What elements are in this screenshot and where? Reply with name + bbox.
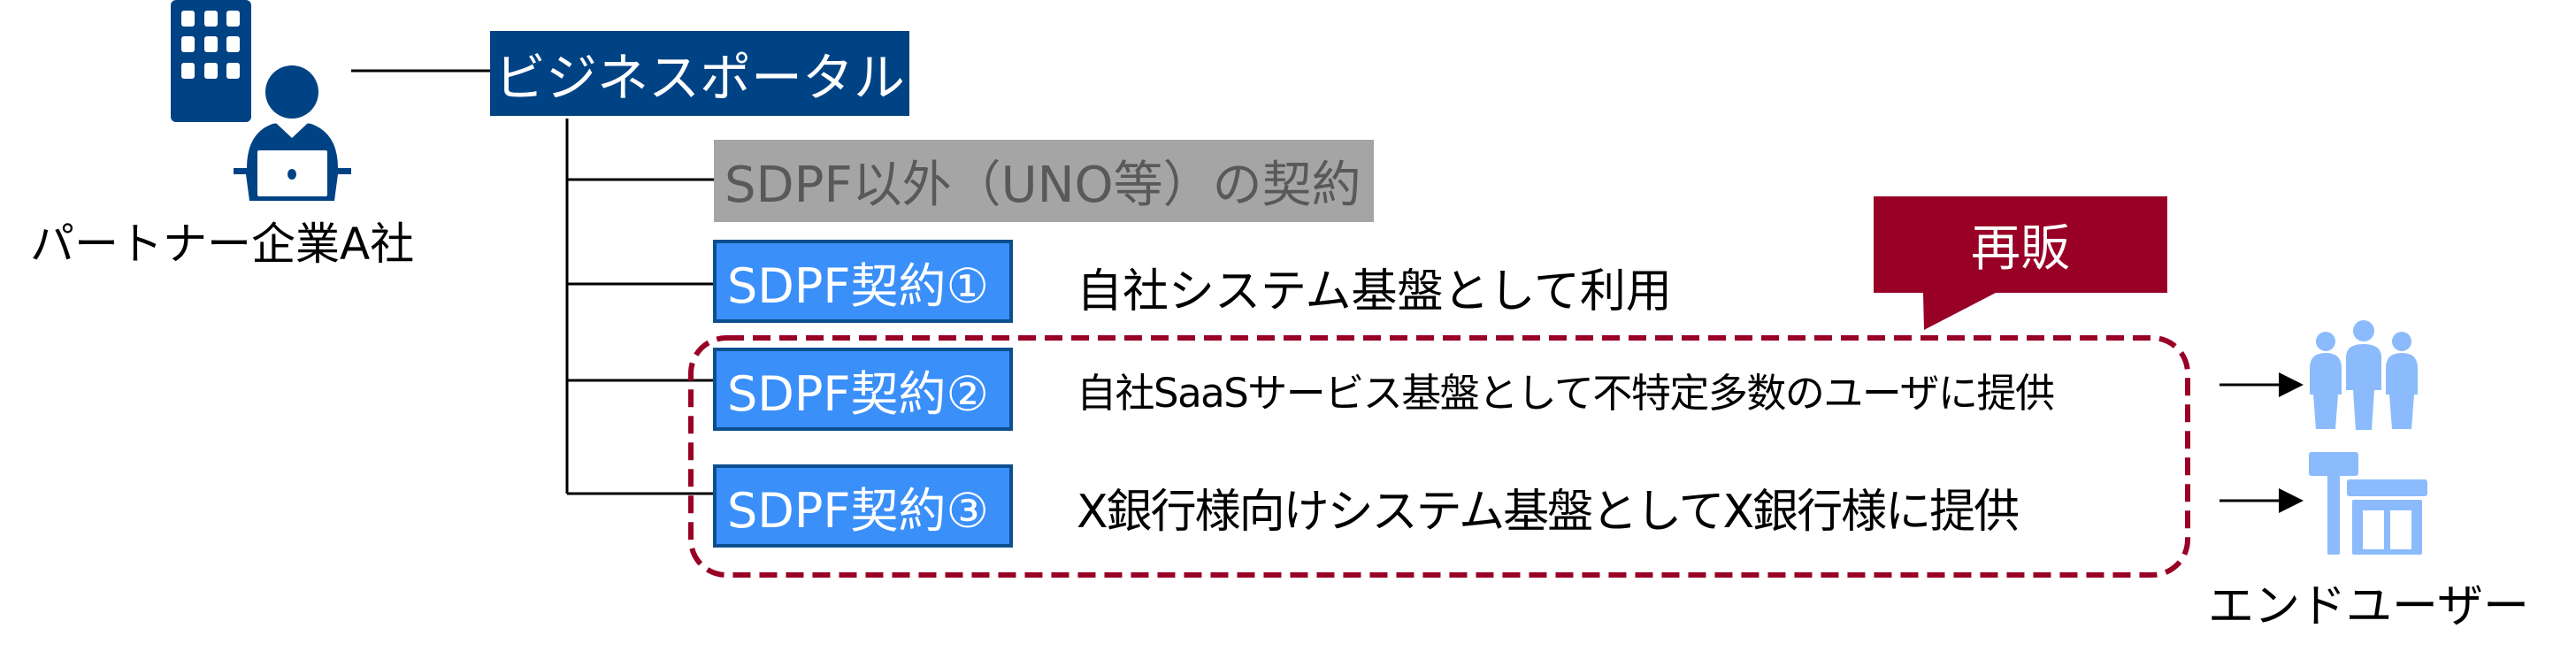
- person-laptop-icon: [234, 65, 351, 201]
- store-icon: [2309, 452, 2427, 555]
- contract-non-sdpf-box: SDPF以外（UNO等）の契約: [714, 140, 1374, 222]
- contract-sdpf-1-description: 自社システム基盤として利用: [1077, 265, 1672, 318]
- resale-callout-label: 再販: [1971, 220, 2070, 278]
- business-portal-box: ビジネスポータル: [490, 31, 909, 116]
- resale-callout-shape: [1874, 196, 2167, 330]
- resale-group-border: [688, 335, 2190, 578]
- end-user-label: エンドユーザー: [2208, 580, 2529, 633]
- contract-sdpf-1-box: SDPF契約①: [713, 240, 1013, 323]
- building-icon: [171, 0, 251, 122]
- contract-sdpf-3-box: SDPF契約③: [713, 464, 1013, 548]
- contract-sdpf-3-description: X銀行様向けシステム基盤としてX銀行様に提供: [1077, 486, 2020, 539]
- connector-lines: [351, 69, 714, 495]
- contract-sdpf-2-box: SDPF契約②: [713, 348, 1013, 431]
- arrow-icon: [2220, 372, 2304, 513]
- people-group-icon: [2310, 320, 2418, 430]
- contract-sdpf-2-description: 自社SaaSサービス基盤として不特定多数のユーザに提供: [1077, 370, 2055, 417]
- partner-company-label: パートナー企業A社: [30, 218, 415, 270]
